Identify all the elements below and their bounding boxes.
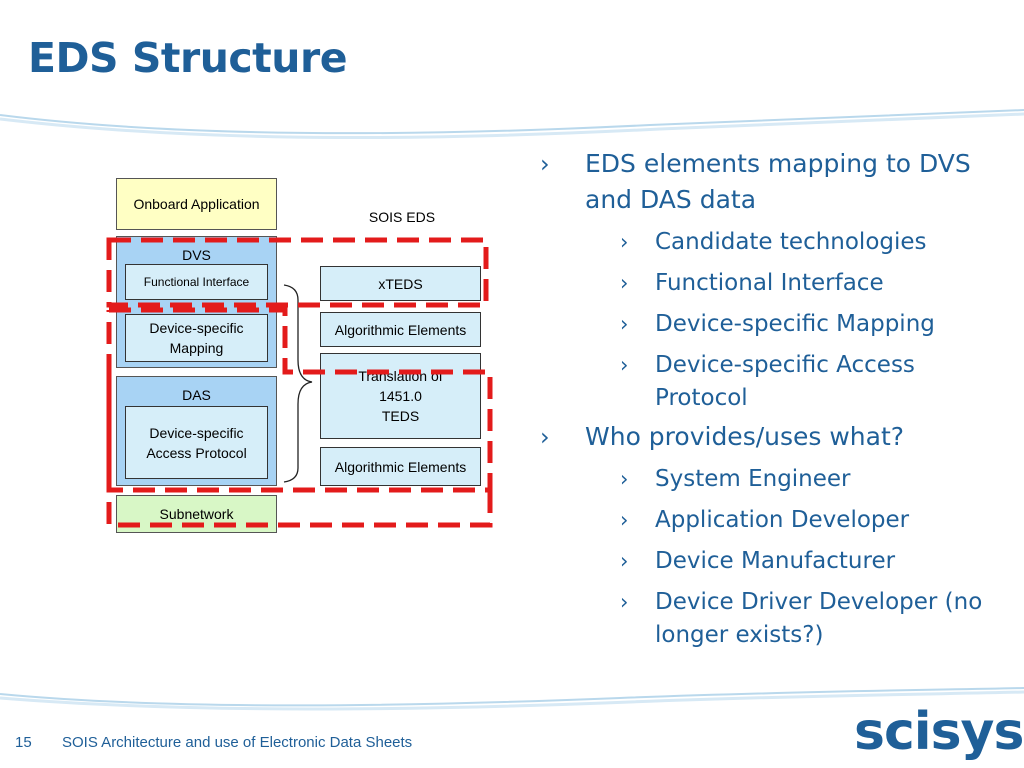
onboard-application-box: Onboard Application bbox=[116, 178, 277, 230]
algorithmic-elements-label-1: Algorithmic Elements bbox=[334, 321, 467, 338]
translation-teds-box: Translation of 1451.0 TEDS bbox=[320, 353, 481, 439]
slide-title: EDS Structure bbox=[28, 34, 348, 82]
bullet-text: Device-specific Access Protocol bbox=[655, 352, 915, 411]
bullet-text: Application Developer bbox=[655, 507, 910, 533]
subnetwork-label: Subnetwork bbox=[159, 506, 234, 522]
algorithmic-elements-label-2: Algorithmic Elements bbox=[334, 458, 467, 475]
bullet-text: Device Manufacturer bbox=[655, 548, 896, 574]
das-label: DAS bbox=[182, 387, 211, 403]
bullet-text: Device-specific Mapping bbox=[655, 311, 935, 337]
subnetwork-highlight-dashed bbox=[106, 374, 493, 528]
algorithmic-elements-box-1: Algorithmic Elements bbox=[320, 312, 481, 347]
bottom-wave-decoration bbox=[0, 687, 1024, 711]
dsap-line-2: Access Protocol bbox=[146, 444, 247, 461]
xteds-label: xTEDS bbox=[378, 275, 423, 292]
diagram-overlay bbox=[106, 237, 493, 528]
footer-text: SOIS Architecture and use of Electronic … bbox=[62, 734, 413, 751]
device-specific-access-protocol-label: Device-specific Access Protocol bbox=[146, 423, 246, 463]
bullet-text: Functional Interface bbox=[655, 270, 884, 296]
chevron-right-icon: › bbox=[620, 590, 629, 614]
translation-line-2: 1451.0 bbox=[379, 388, 422, 404]
dsm-line-1: Device-specific bbox=[149, 320, 244, 336]
bullet-text: Device Driver Developer (no longer exist… bbox=[655, 589, 983, 648]
chevron-right-icon: › bbox=[620, 508, 629, 532]
bullet-item: › Who provides/uses what? bbox=[540, 419, 1010, 455]
chevron-right-icon: › bbox=[620, 467, 629, 491]
functional-interface-box: Functional Interface bbox=[125, 264, 268, 300]
dvs-highlight-dashed bbox=[106, 237, 489, 308]
dvs-label: DVS bbox=[182, 247, 211, 263]
chevron-right-icon: › bbox=[620, 271, 629, 295]
curly-brace bbox=[283, 284, 313, 483]
top-wave-decoration bbox=[0, 109, 1024, 140]
das-highlight-dashed bbox=[106, 307, 493, 493]
dsm-line-2: Mapping bbox=[169, 340, 224, 356]
bullet-item: › EDS elements mapping to DVS and DAS dat… bbox=[540, 146, 1010, 218]
chevron-right-icon: › bbox=[620, 230, 629, 254]
bullet-item: › Device Driver Developer (no longer exis… bbox=[540, 586, 1010, 652]
bullet-item: › Candidate technologies bbox=[540, 226, 1010, 259]
xteds-box: xTEDS bbox=[320, 266, 481, 301]
bullet-item: › Device Manufacturer bbox=[540, 545, 1010, 578]
bullet-item: › Functional Interface bbox=[540, 267, 1010, 300]
bullet-item: › Application Developer bbox=[540, 504, 1010, 537]
algorithmic-elements-box-2: Algorithmic Elements bbox=[320, 447, 481, 486]
chevron-right-icon: › bbox=[540, 423, 550, 451]
functional-interface-label: Functional Interface bbox=[143, 275, 250, 289]
chevron-right-icon: › bbox=[620, 312, 629, 336]
page-number: 15 bbox=[15, 734, 32, 751]
eds-structure-diagram: Onboard Application DVS Functional Inter… bbox=[0, 0, 520, 560]
onboard-application-label: Onboard Application bbox=[133, 196, 260, 212]
bullet-item: › System Engineer bbox=[540, 463, 1010, 496]
device-specific-mapping-label: Device-specific Mapping bbox=[149, 318, 243, 358]
bullet-text: Candidate technologies bbox=[655, 229, 927, 255]
bullet-item: › Device-specific Access Protocol bbox=[540, 349, 1010, 415]
device-specific-access-protocol-box: Device-specific Access Protocol bbox=[125, 406, 268, 479]
bullet-text: EDS elements mapping to DVS and DAS data bbox=[585, 149, 971, 214]
chevron-right-icon: › bbox=[620, 549, 629, 573]
bullet-list: › EDS elements mapping to DVS and DAS dat… bbox=[540, 142, 1010, 652]
device-specific-mapping-box: Device-specific Mapping bbox=[125, 314, 268, 362]
chevron-right-icon: › bbox=[540, 150, 550, 178]
bullet-item: › Device-specific Mapping bbox=[540, 308, 1010, 341]
bullet-text: System Engineer bbox=[655, 466, 851, 492]
subnetwork-box: Subnetwork bbox=[116, 495, 277, 533]
chevron-right-icon: › bbox=[620, 353, 629, 377]
sois-eds-label: SOIS EDS bbox=[368, 209, 436, 225]
scisys-logo: scisys bbox=[854, 702, 1024, 762]
dsap-line-1: Device-specific bbox=[149, 424, 244, 441]
bullet-text: Who provides/uses what? bbox=[585, 422, 905, 451]
translation-line-3: TEDS bbox=[381, 408, 420, 424]
